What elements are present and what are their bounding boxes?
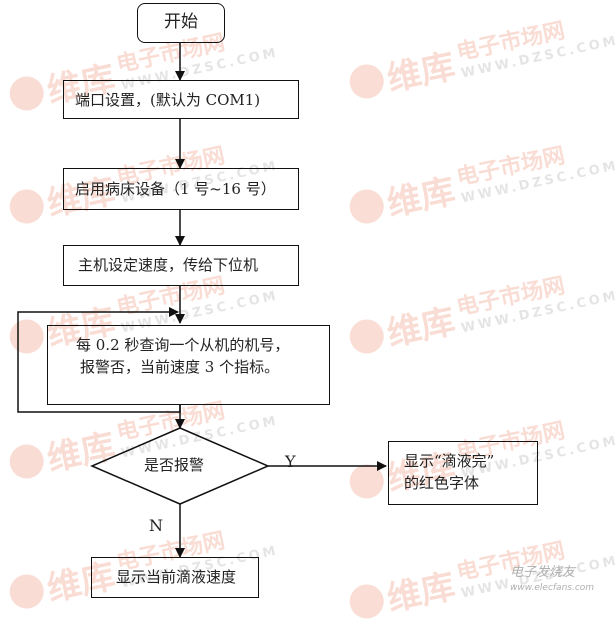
no-edge-label: N [149, 516, 163, 535]
show-drip-complete-line2: 的红色字体 [404, 474, 480, 492]
show-drip-complete-line1: 显示“滴液完” [404, 452, 495, 470]
poll-slaves-line1: 每 0.2 秒查询一个从机的机号， [76, 336, 290, 354]
alarm-decision-label: 是否报警 [144, 456, 205, 474]
port-setup-step: 端口设置，(默认为 COM1) [63, 80, 299, 119]
flow-connectors [17, 43, 387, 558]
alarm-decision: 是否报警 [92, 428, 268, 504]
port-setup-label: 端口设置，(默认为 COM1) [75, 91, 261, 109]
show-drip-speed-label: 显示当前滴液速度 [116, 568, 237, 586]
set-speed-step: 主机设定速度，传给下位机 [63, 245, 299, 286]
show-drip-complete-step: 显示“滴液完” 的红色字体 [388, 441, 538, 505]
set-speed-label: 主机设定速度，传给下位机 [78, 256, 259, 274]
start-label: 开始 [164, 12, 198, 32]
corner-watermark: 电子发烧友 www.elecfans.com [510, 566, 616, 595]
poll-slaves-step: 每 0.2 秒查询一个从机的机号， 报警否，当前速度 3 个指标。 [47, 325, 330, 405]
poll-slaves-line2: 报警否，当前速度 3 个指标。 [80, 358, 280, 376]
enable-bed-devices-step: 启用病床设备（1 号~16 号） [63, 168, 299, 210]
yes-edge-label: Y [285, 452, 296, 471]
show-drip-speed-step: 显示当前滴液速度 [91, 557, 259, 598]
enable-bed-devices-label: 启用病床设备（1 号~16 号） [75, 180, 276, 198]
corner-watermark-line1: 电子发烧友 [510, 565, 576, 580]
start-node: 开始 [137, 3, 225, 43]
corner-watermark-line2: www.elecfans.com [510, 583, 595, 593]
